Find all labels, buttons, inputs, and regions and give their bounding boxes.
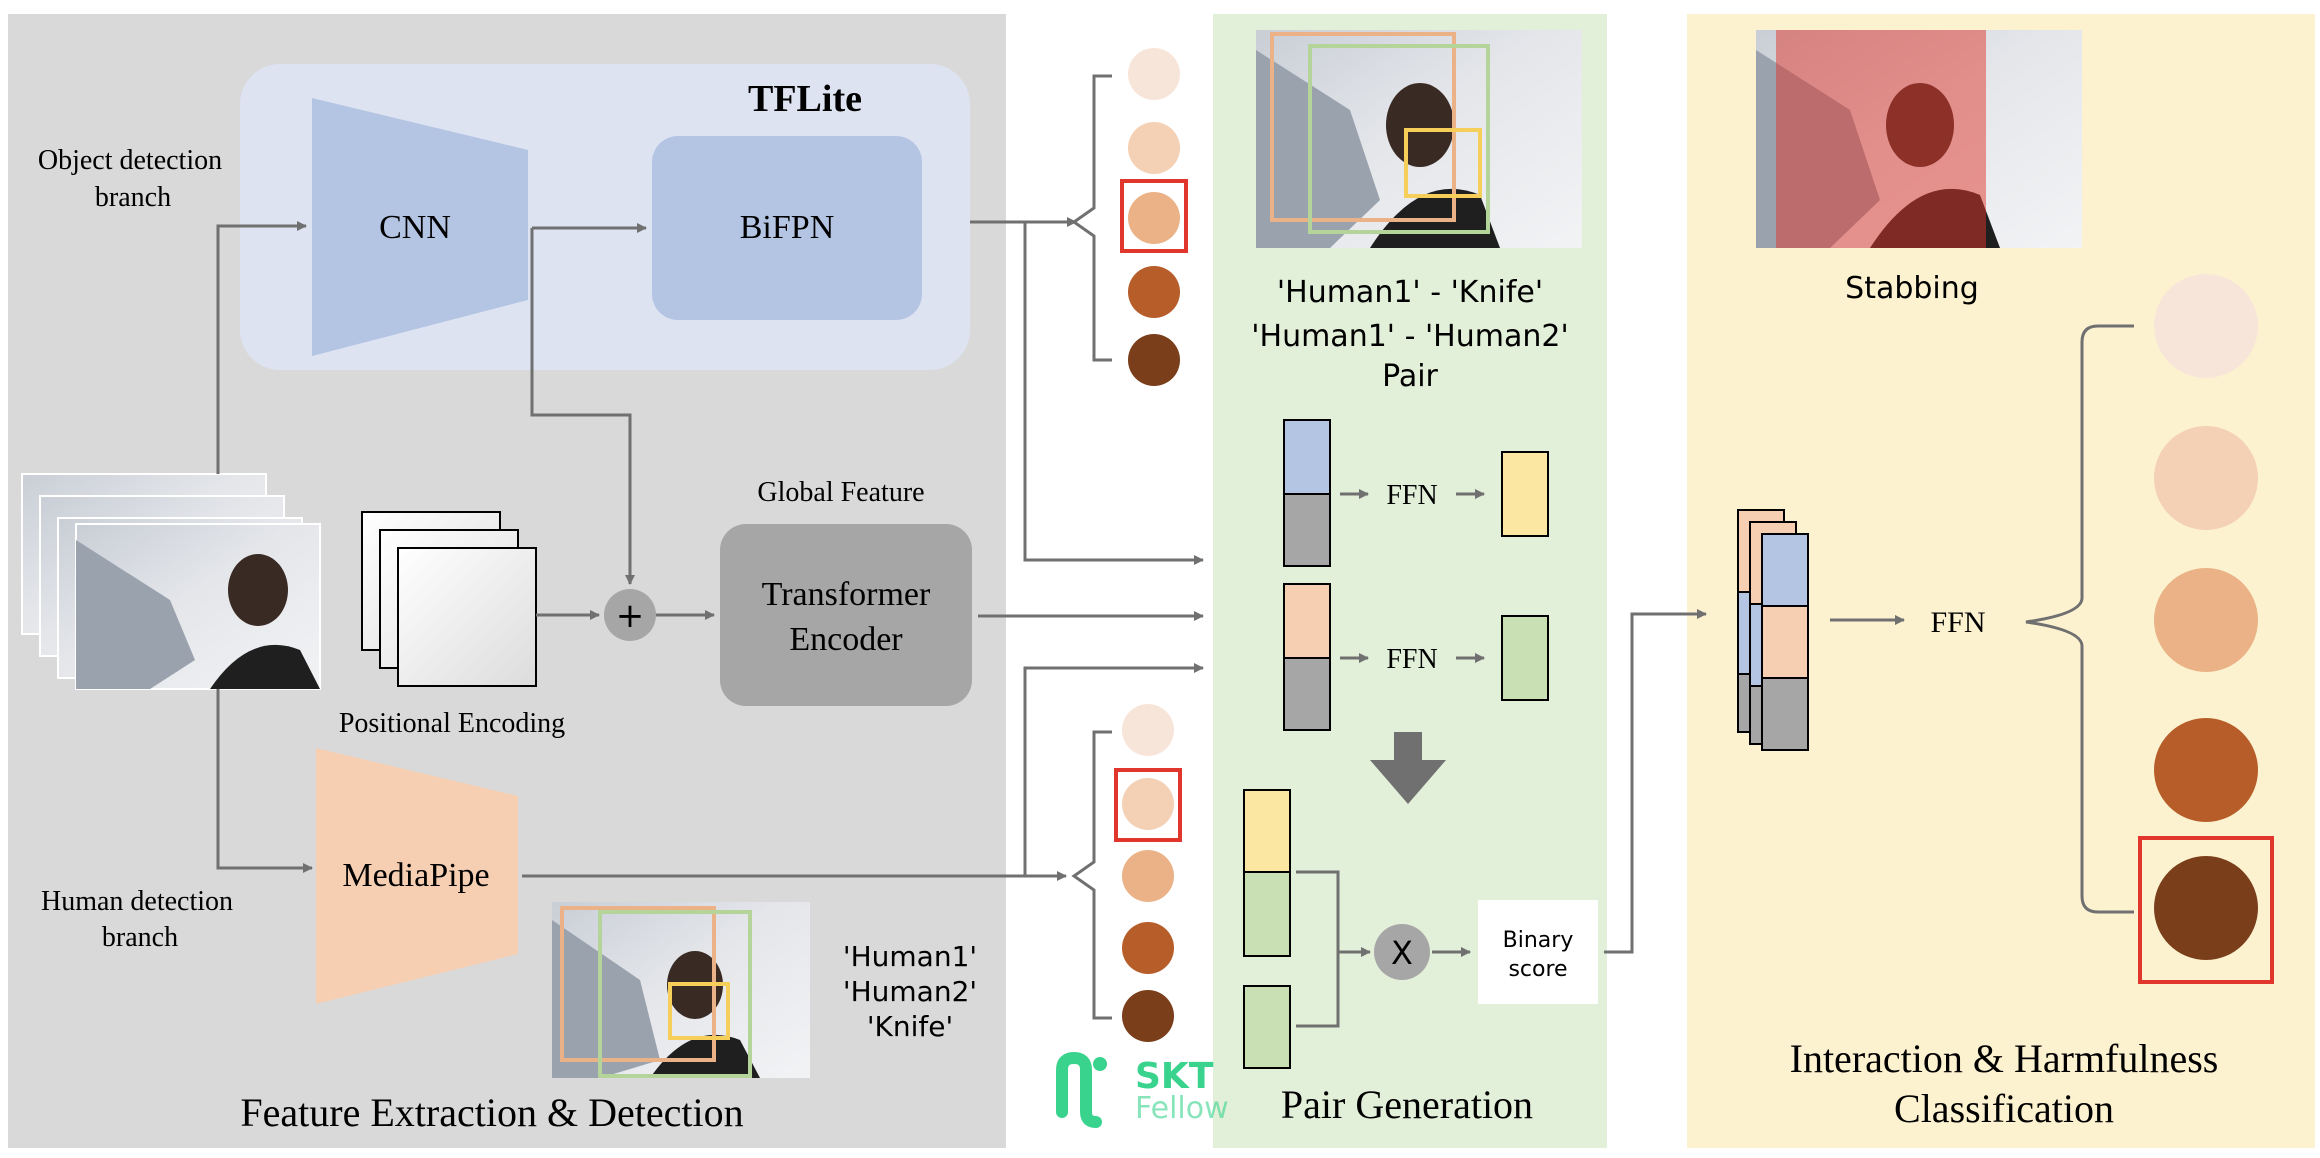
detected-label-human2: 'Human2'	[843, 975, 977, 1008]
class-selected-highlight	[2138, 836, 2274, 984]
multiply-operator	[1374, 924, 1430, 980]
class-score-circle-1	[2154, 274, 2258, 378]
pair-image	[1256, 30, 1582, 248]
binary-score-box	[1478, 900, 1598, 1004]
class-score-circle-4	[2154, 718, 2258, 822]
classifier-feature-stack	[1737, 509, 1809, 751]
object-branch-label-line2: branch	[95, 182, 171, 213]
transformer-label-line2: Encoder	[789, 621, 903, 658]
object-bracket	[1071, 74, 1112, 362]
stabbing-image	[1756, 30, 2082, 248]
add-operator	[604, 589, 656, 641]
object-query-circle-4	[1128, 266, 1180, 318]
detected-label-human1: 'Human1'	[843, 940, 977, 973]
positional-encoding-stack	[361, 511, 537, 687]
watermark-line2: Fellow	[1135, 1091, 1229, 1126]
object-query-circles	[1128, 48, 1180, 386]
bifpn-block	[652, 136, 922, 320]
pair-line2: 'Human1' - 'Human2'	[1251, 319, 1568, 354]
detected-label-knife: 'Knife'	[867, 1010, 953, 1043]
global-feature-label: Global Feature	[757, 477, 924, 508]
object-query-circle-3	[1128, 192, 1180, 244]
stabbing-label: Stabbing	[1845, 271, 1979, 306]
pair-ffn-arrows	[1340, 489, 1485, 663]
pair-word: Pair	[1382, 359, 1438, 394]
watermark-line1: SKT	[1135, 1056, 1214, 1097]
input-video-frames	[21, 473, 321, 690]
mediapipe-label: MediaPipe	[342, 857, 489, 894]
binary-to-classifier-arrow	[1604, 609, 1707, 954]
object-query-circle-1	[1128, 48, 1180, 100]
feature-arrows	[216, 217, 1204, 881]
skt-fellow-logo	[1056, 1051, 1107, 1128]
object-branch-label-line1: Object detection	[38, 145, 222, 176]
multiply-arrows	[1296, 870, 1471, 1028]
human-branch-label-line1: Human detection	[41, 886, 233, 917]
human-query-circle-1	[1122, 704, 1174, 756]
human-query-circle-4	[1122, 922, 1174, 974]
transformer-encoder-block	[720, 524, 972, 706]
binary-score-line1: Binary	[1503, 928, 1574, 953]
human-query-circle-5	[1122, 990, 1174, 1042]
object-query-circle-2	[1128, 122, 1180, 174]
pair-ffn-label-2: FFN	[1386, 644, 1437, 675]
human-branch-label-line2: branch	[102, 922, 178, 953]
human-query-circle-3	[1122, 850, 1174, 902]
object-query-circle-5	[1128, 334, 1180, 386]
multiply-symbol: X	[1391, 934, 1413, 972]
feature-extraction-title: Feature Extraction & Detection	[240, 1090, 743, 1135]
class-score-circles	[2154, 274, 2258, 960]
tflite-label: TFLite	[748, 78, 862, 120]
human-query-circle-2	[1122, 778, 1174, 830]
human-query-circles	[1122, 704, 1174, 1042]
class-score-circle-2	[2154, 426, 2258, 530]
down-arrow	[1370, 732, 1446, 804]
human-bracket	[1071, 730, 1112, 1020]
bifpn-label: BiFPN	[740, 209, 835, 246]
class-score-circle-5	[2154, 856, 2258, 960]
detection-result-image	[552, 902, 810, 1078]
cnn-label: CNN	[379, 209, 451, 246]
transformer-label-line1: Transformer	[762, 576, 931, 613]
ffn-output-green	[1501, 615, 1549, 701]
object-selected-highlight	[1120, 179, 1188, 253]
classifier-ffn-label: FFN	[1930, 606, 1985, 639]
positional-encoding-label: Positional Encoding	[339, 708, 565, 739]
combined-feature-stack	[1243, 789, 1291, 957]
pair-generation-title: Pair Generation	[1281, 1082, 1533, 1127]
pair-line1: 'Human1' - 'Knife'	[1277, 275, 1543, 310]
ffn-output-yellow	[1501, 451, 1549, 537]
pair-ffn-label-1: FFN	[1386, 480, 1437, 511]
cnn-block	[312, 98, 528, 356]
class-score-circle-3	[2154, 568, 2258, 672]
pair-feature-1	[1283, 419, 1331, 567]
pair-feature-2	[1283, 583, 1331, 731]
human-selected-highlight	[1114, 768, 1182, 842]
binary-score-line2: score	[1508, 957, 1567, 982]
classification-title-line2: Classification	[1894, 1086, 2114, 1131]
classification-title-line1: Interaction & Harmfulness	[1790, 1036, 2219, 1081]
classifier-bracket	[2025, 324, 2134, 914]
mediapipe-block	[316, 748, 518, 1004]
interaction-feature	[1243, 985, 1291, 1069]
plus-symbol: +	[616, 596, 645, 636]
